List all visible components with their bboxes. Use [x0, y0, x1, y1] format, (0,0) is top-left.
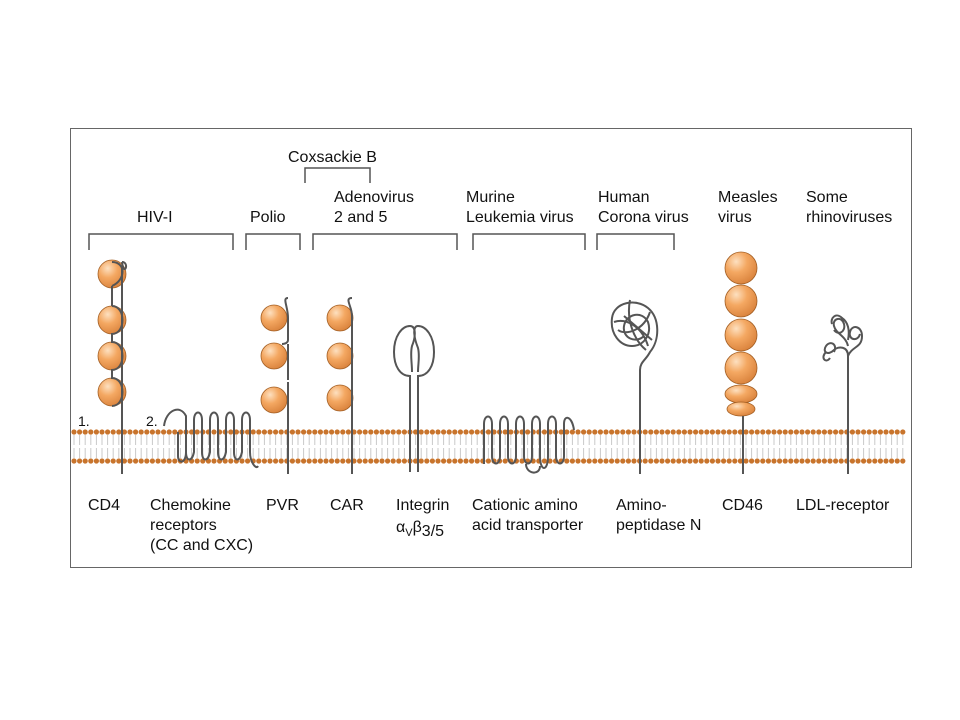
label-receptors: receptors [150, 517, 217, 534]
label-coxsackie: Coxsackie B [288, 149, 377, 166]
beta-symbol: β [413, 519, 422, 536]
cd4-receptor [97, 259, 128, 474]
label-ldl-receptor: LDL-receptor [796, 497, 890, 514]
bracket-polio [245, 233, 301, 250]
bracket-hiv [88, 233, 234, 250]
virus-labels: HIV-I Polio Coxsackie B Adenovirus 2 and… [137, 149, 892, 226]
integrin-receptor [392, 324, 436, 472]
label-cd46: CD46 [722, 497, 763, 514]
diagram-frame [70, 128, 912, 568]
virus-brackets [88, 167, 675, 250]
marker-one: 1. [78, 413, 90, 429]
label-cationic-amino: Cationic amino [472, 497, 578, 514]
label-measles: Measles [718, 189, 778, 206]
label-peptidase-n: peptidase N [616, 517, 701, 534]
membrane-lipid-tails [73, 435, 904, 458]
label-cd4: CD4 [88, 497, 120, 514]
label-acid-transporter: acid transporter [472, 517, 584, 534]
label-hiv: HIV-I [137, 209, 173, 226]
pvr-receptor [260, 297, 289, 474]
receptor-labels: CD4 Chemokine receptors (CC and CXC) PVR… [88, 497, 890, 554]
chemokine-receptor [163, 408, 259, 468]
cd46-receptor [724, 251, 758, 474]
bracket-human [596, 233, 675, 250]
label-measles-virus: virus [718, 209, 752, 226]
beta-subscript: 3/5 [422, 523, 444, 540]
label-cc-cxc: (CC and CXC) [150, 537, 253, 554]
car-receptor [326, 297, 354, 474]
label-car: CAR [330, 497, 364, 514]
membrane-outer-beads [71, 429, 906, 435]
bracket-coxsackie [304, 167, 371, 183]
ldl-receptor [822, 314, 864, 474]
label-integrin: Integrin [396, 497, 449, 514]
label-rhinoviruses: rhinoviruses [806, 209, 892, 226]
alpha-symbol: α [396, 519, 405, 536]
label-amino: Amino- [616, 497, 667, 514]
label-murine: Murine [466, 189, 515, 206]
membrane-inner-beads [71, 458, 906, 464]
label-corona-virus: Corona virus [598, 209, 689, 226]
alpha-subscript: V [405, 527, 413, 539]
marker-two: 2. [146, 413, 158, 429]
label-adenovirus: Adenovirus [334, 189, 414, 206]
label-pvr: PVR [266, 497, 299, 514]
label-some: Some [806, 189, 848, 206]
cationic-amino-acid-transporter [483, 415, 575, 474]
bracket-murine [472, 233, 586, 250]
label-integrin-subunits: αVβ3/5 [396, 519, 444, 540]
label-chemokine: Chemokine [150, 497, 231, 514]
aminopeptidase-n [610, 299, 659, 474]
bracket-adeno [312, 233, 458, 250]
label-human: Human [598, 189, 650, 206]
label-adenovirus-types: 2 and 5 [334, 209, 387, 226]
label-leukemia-virus: Leukemia virus [466, 209, 574, 226]
label-polio: Polio [250, 209, 286, 226]
cell-membrane [71, 429, 906, 464]
